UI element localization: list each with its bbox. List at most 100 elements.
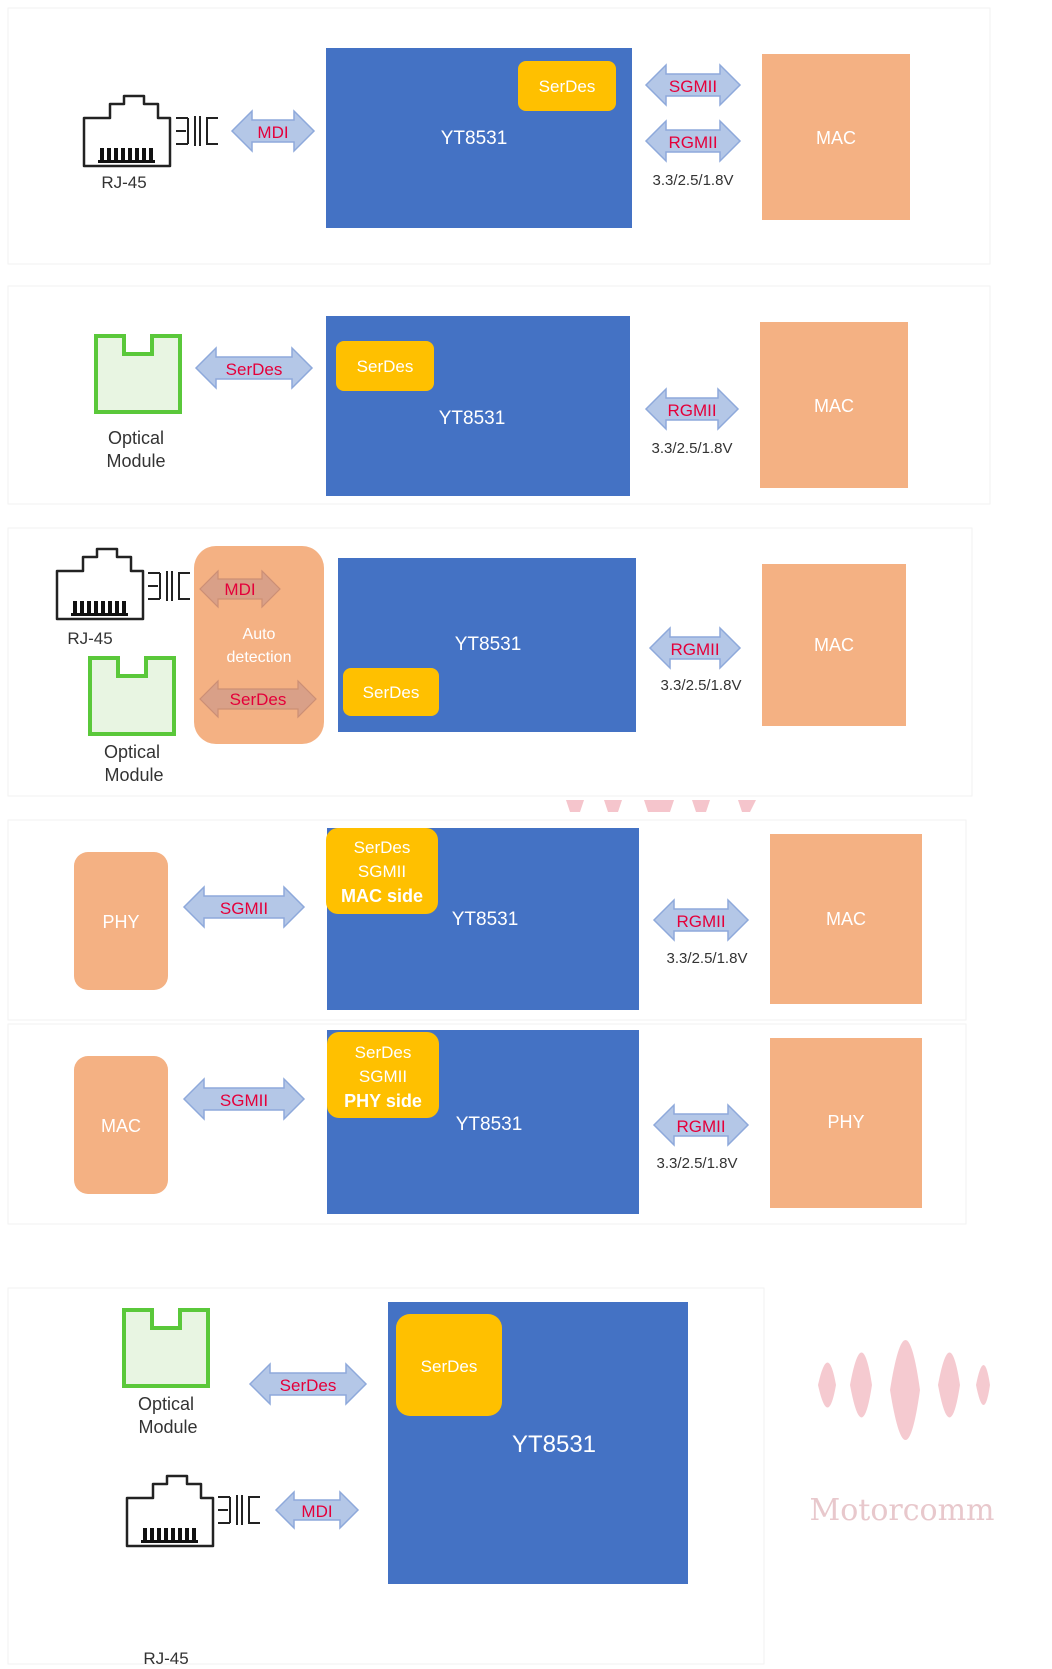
mdi-arrow: MDI <box>230 109 316 153</box>
double-arrow-icon <box>194 346 314 390</box>
serdes-label: SerDes <box>357 357 414 376</box>
serdes-line3: MAC side <box>341 886 423 906</box>
serdes-block <box>396 1314 502 1416</box>
rgmii-label: RGMII <box>667 401 716 420</box>
panel-6: Optical Module SerDes RJ-45 MDI YT8531 S… <box>7 1287 765 1668</box>
double-arrow-icon <box>644 63 742 107</box>
serdes-sgmii-block <box>326 828 438 914</box>
double-arrow-icon <box>199 679 317 719</box>
mdi-label: MDI <box>301 1502 332 1521</box>
mac-label: MAC <box>814 396 854 416</box>
mdi-arrow: MDI <box>274 1490 360 1530</box>
rgmii-arrow: RGMII <box>652 898 750 942</box>
rgmii-label: RGMII <box>670 640 719 659</box>
mac-label: MAC <box>814 635 854 655</box>
sgmii-label: SGMII <box>669 77 717 96</box>
panel-3: RJ-45 Optical Module MDI Auto detection … <box>7 527 973 812</box>
optical-label-line1: Optical <box>108 428 164 448</box>
double-arrow-icon <box>652 1103 750 1147</box>
serdes-arrow-label: SerDes <box>226 360 283 379</box>
optical-label-line1: Optical <box>104 742 160 762</box>
voltage-label: 3.3/2.5/1.8V <box>652 440 733 457</box>
voltage-label: 3.3/2.5/1.8V <box>653 172 734 189</box>
mdi-label: MDI <box>224 580 255 599</box>
rgmii-label: RGMII <box>668 133 717 152</box>
sgmii-label: SGMII <box>220 1091 268 1110</box>
serdes-line3: PHY side <box>344 1091 422 1111</box>
logo-icon: Motorcomm <box>810 1340 995 1528</box>
mac-block <box>770 834 922 1004</box>
voltage-label: 3.3/2.5/1.8V <box>661 677 742 694</box>
rgmii-arrow: RGMII <box>644 387 740 431</box>
mac-label: MAC <box>826 909 866 929</box>
phy-block <box>74 852 168 990</box>
chip-label: YT8531 <box>439 408 506 429</box>
optical-label-line1: Optical <box>138 1394 194 1414</box>
chip-label: YT8531 <box>441 128 508 149</box>
chip-label: YT8531 <box>452 909 519 930</box>
rj45-label: RJ-45 <box>67 629 112 648</box>
auto-detection-line1: Auto <box>243 626 276 643</box>
double-arrow-icon <box>644 119 742 163</box>
sgmii-label: SGMII <box>220 899 268 918</box>
rgmii-label: RGMII <box>676 912 725 931</box>
optical-label-line2: Module <box>138 1417 197 1437</box>
sgmii-arrow: SGMII <box>182 885 306 929</box>
optical-label-line2: Module <box>106 451 165 471</box>
mac-label: MAC <box>101 1116 141 1136</box>
serdes-label: SerDes <box>421 1357 478 1376</box>
rj45-label: RJ-45 <box>101 173 146 192</box>
rgmii-arrow: RGMII <box>652 1103 750 1147</box>
serdes-label: SerDes <box>363 683 420 702</box>
panel-2: Optical Module SerDes YT8531 SerDes RGMI… <box>7 285 991 505</box>
voltage-label: 3.3/2.5/1.8V <box>667 950 748 967</box>
mdi-arrow: MDI <box>199 569 281 609</box>
serdes-arrow: SerDes <box>199 679 317 719</box>
phy-block-right <box>770 1038 922 1208</box>
serdes-arrow-label: SerDes <box>280 1376 337 1395</box>
serdes-line2: SGMII <box>358 862 406 881</box>
auto-detection-line2: detection <box>227 649 292 666</box>
serdes-block <box>343 668 439 716</box>
serdes-sgmii-block <box>327 1032 439 1118</box>
double-arrow-icon <box>648 626 742 670</box>
panel-5: MAC SGMII YT8531 SerDes SGMII PHY side R… <box>7 1023 967 1225</box>
double-arrow-icon <box>230 109 316 153</box>
phy-label: PHY <box>102 912 139 932</box>
serdes-block <box>336 341 434 391</box>
chip-label: YT8531 <box>456 1114 523 1135</box>
mac-block <box>762 564 906 726</box>
serdes-arrow-label: SerDes <box>230 690 287 709</box>
serdes-arrow: SerDes <box>248 1362 368 1406</box>
panel-1: RJ-45 MDI YT8531 SerDes SGMII RGMII 3.3/… <box>7 7 991 265</box>
mac-block <box>762 54 910 220</box>
optical-label-line2: Module <box>104 765 163 785</box>
mdi-label: MDI <box>257 123 288 142</box>
double-arrow-icon <box>182 885 306 929</box>
mac-label: MAC <box>816 128 856 148</box>
voltage-label: 3.3/2.5/1.8V <box>657 1155 738 1172</box>
rj45-label: RJ-45 <box>143 1649 188 1668</box>
chip-label: YT8531 <box>455 634 522 655</box>
phy-label: PHY <box>827 1112 864 1132</box>
sgmii-arrow: SGMII <box>644 63 742 107</box>
rgmii-arrow: RGMII <box>648 626 742 670</box>
watermark-text: Motorcomm <box>810 1493 995 1528</box>
rgmii-arrow: RGMII <box>644 119 742 163</box>
mac-block <box>760 322 908 488</box>
double-arrow-icon <box>652 898 750 942</box>
serdes-arrow: SerDes <box>194 346 314 390</box>
serdes-line1: SerDes <box>354 838 411 857</box>
watermark-fragment <box>566 800 756 812</box>
rgmii-label: RGMII <box>676 1117 725 1136</box>
double-arrow-icon <box>199 569 281 609</box>
serdes-block <box>518 61 616 111</box>
serdes-line1: SerDes <box>355 1043 412 1062</box>
double-arrow-icon <box>274 1490 360 1530</box>
chip-label: YT8531 <box>512 1431 596 1458</box>
panel-4: PHY SGMII YT8531 SerDes SGMII MAC side R… <box>7 819 967 1021</box>
serdes-line2: SGMII <box>359 1067 407 1086</box>
serdes-label: SerDes <box>539 77 596 96</box>
double-arrow-icon <box>182 1077 306 1121</box>
